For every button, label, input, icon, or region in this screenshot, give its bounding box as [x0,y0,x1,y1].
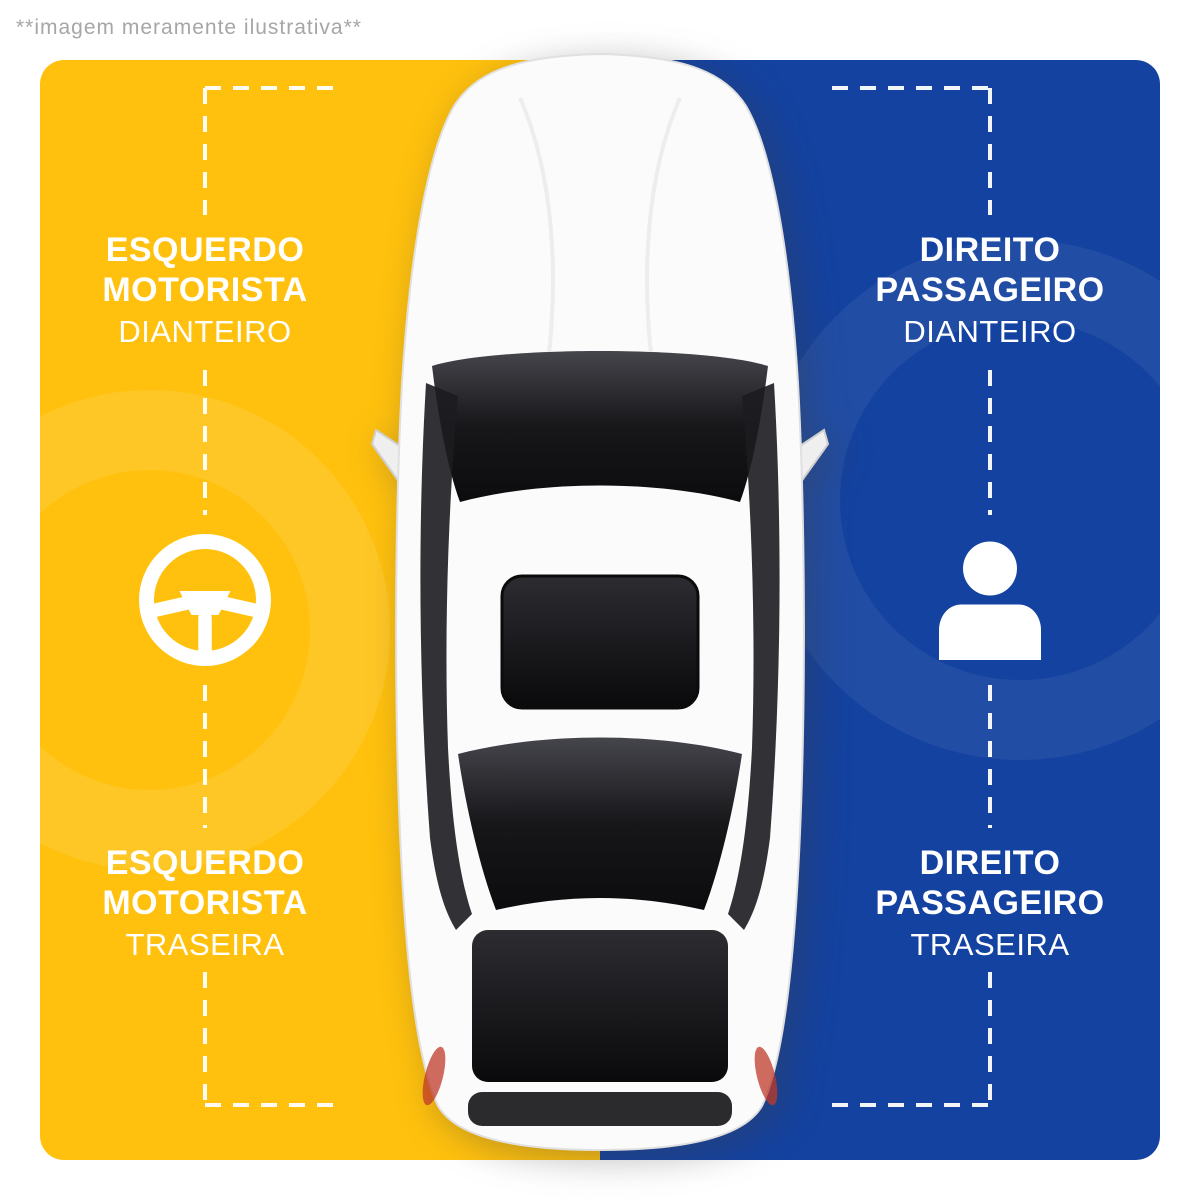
label-line: DIREITO [919,844,1061,882]
sunroof-glass [500,574,700,710]
car-top-view [370,52,830,1152]
rear-window-glass [458,737,742,910]
label-right-rear: DIREITO PASSAGEIRO TRASEIRA [830,843,1150,965]
label-line: TRASEIRA [910,927,1070,962]
person-icon [939,541,1041,660]
right-side-glass [728,383,780,930]
label-line: ESQUERDO [105,231,305,269]
steering-wheel-icon [139,534,271,666]
label-line: ESQUERDO [105,844,305,882]
disclaimer-text: **imagem meramente ilustrativa** [16,16,362,39]
label-line: DIREITO [919,231,1061,269]
label-right-front: DIREITO PASSAGEIRO DIANTEIRO [830,230,1150,352]
label-line: TRASEIRA [125,927,285,962]
label-line: PASSAGEIRO [875,271,1105,309]
left-tail-light [422,1046,446,1106]
label-line: MOTORISTA [102,884,308,922]
label-line: MOTORISTA [102,271,308,309]
rear-bumper [468,1092,732,1126]
trunk-panel [472,930,728,1082]
right-tail-light [754,1046,778,1106]
windshield-glass [432,351,768,502]
label-line: PASSAGEIRO [875,884,1105,922]
label-line: DIANTEIRO [903,314,1077,349]
label-line: DIANTEIRO [118,314,292,349]
label-left-front: ESQUERDO MOTORISTA DIANTEIRO [45,230,365,352]
left-side-glass [420,383,472,930]
label-left-rear: ESQUERDO MOTORISTA TRASEIRA [45,843,365,965]
